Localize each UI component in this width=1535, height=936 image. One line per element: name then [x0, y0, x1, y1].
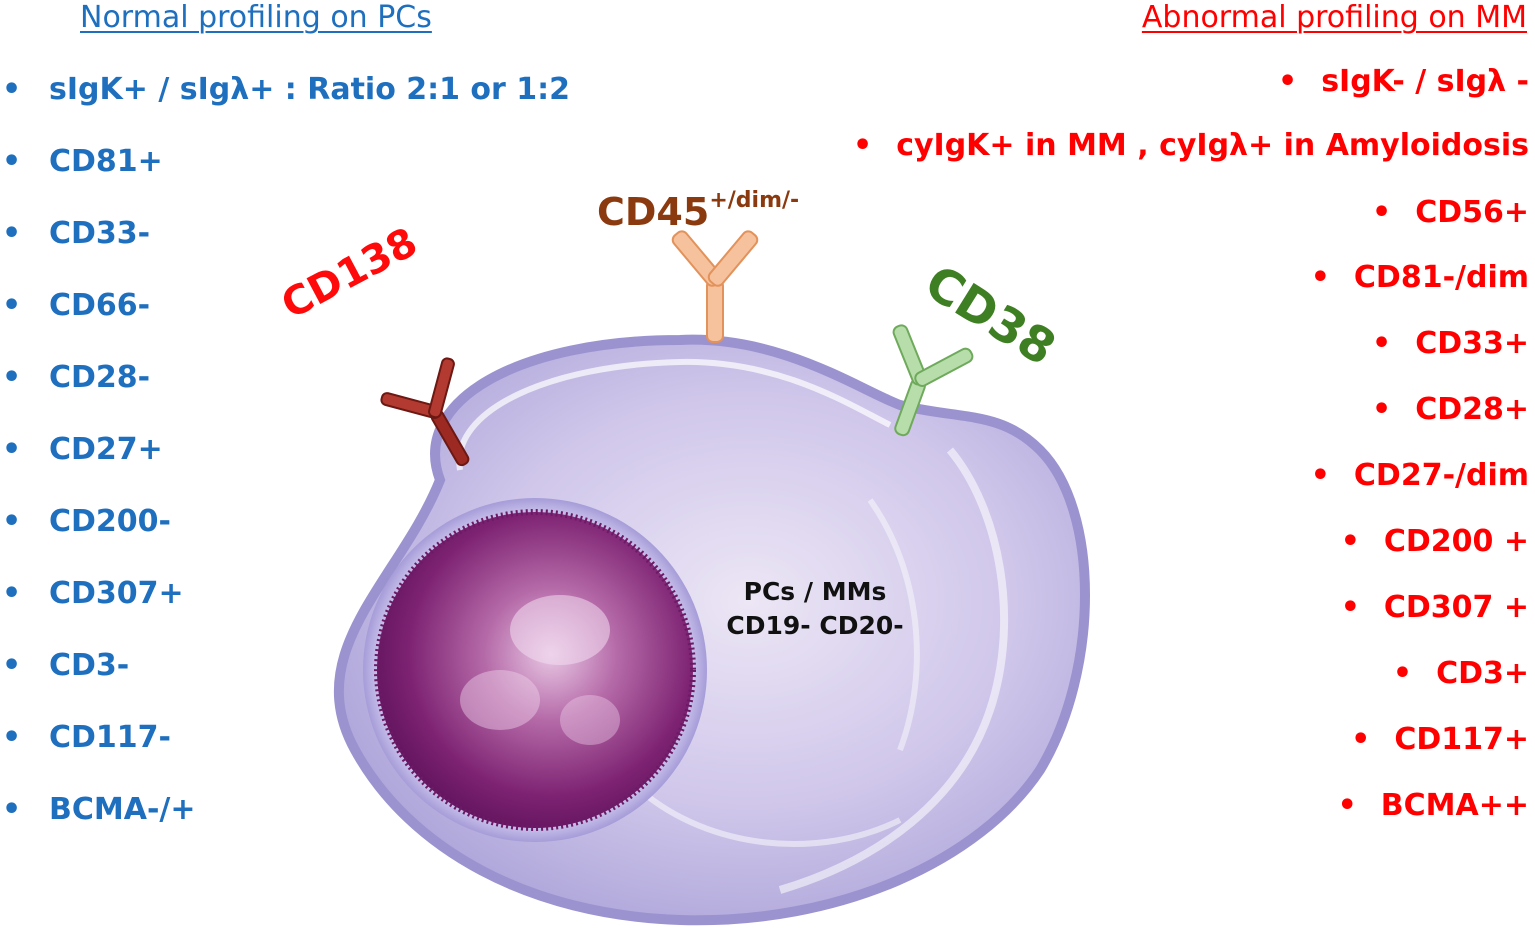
normal-list-item: • sIgK+ / sIgλ+ : Ratio 2:1 or 1:2: [0, 72, 570, 108]
normal-list-item: • CD33-: [0, 216, 150, 252]
bullet-icon: •: [1310, 458, 1330, 493]
bullet-icon: •: [2, 792, 22, 827]
bullet-icon: •: [853, 128, 873, 163]
abnormal-list-item: • CD56+: [1372, 195, 1529, 231]
normal-list-item-label: CD307+: [49, 576, 184, 611]
normal-list-item: • CD28-: [0, 360, 150, 396]
abnormal-profiling-list: • sIgK- / sIgλ - • cyIgK+ in MM , cyIgλ+ in…: [853, 0, 1535, 936]
normal-list-item: • CD66-: [0, 288, 150, 324]
abnormal-list-item: • CD307 +: [1341, 590, 1529, 626]
normal-list-item: • CD81+: [0, 144, 163, 180]
bullet-icon: •: [1278, 64, 1298, 99]
abnormal-list-item-label: CD117+: [1394, 722, 1529, 757]
abnormal-list-item: • CD27-/dim: [1311, 458, 1529, 494]
cd45-text: CD45: [597, 190, 710, 234]
normal-profiling-list: •sIgK+ / sIgλ+ : Ratio 2:1 or 1:2•CD81+•…: [0, 0, 620, 936]
normal-list-item-label: CD3-: [49, 648, 130, 683]
cd45-antibody-icon: [671, 230, 759, 343]
normal-profiling-heading: Normal profiling on PCs: [80, 0, 432, 35]
abnormal-list-item: • CD81-/dim: [1311, 260, 1529, 296]
abnormal-list-item-label: CD27-/dim: [1353, 458, 1529, 493]
bullet-icon: •: [2, 360, 22, 395]
abnormal-list-item-label: CD81-/dim: [1353, 260, 1529, 295]
abnormal-list-item-label: cyIgK+ in MM , cyIgλ+ in Amyloidosis: [896, 128, 1529, 163]
normal-list-item-label: CD33-: [49, 216, 151, 251]
bullet-icon: •: [2, 72, 22, 107]
cell-caption: PCs / MMs CD19- CD20-: [700, 575, 930, 643]
abnormal-list-item-label: CD56+: [1415, 195, 1529, 230]
abnormal-profiling-heading: Abnormal profiling on MM: [1141, 0, 1527, 35]
plasma-cell-illustration: [333, 230, 1090, 926]
bullet-icon: •: [1310, 260, 1330, 295]
normal-list-item: • CD200-: [0, 504, 171, 540]
bullet-icon: •: [1351, 722, 1371, 757]
bullet-icon: •: [2, 504, 22, 539]
cd45-superscript: +/dim/-: [709, 188, 800, 213]
normal-list-item: • CD117-: [0, 720, 171, 756]
normal-list-item-label: BCMA-/+: [49, 792, 196, 827]
cd38-antibody-icon: [892, 324, 974, 437]
cell-caption-line2: CD19- CD20-: [726, 611, 904, 640]
normal-list-item: • CD27+: [0, 432, 163, 468]
normal-list-item-label: CD200-: [49, 504, 171, 539]
normal-list-item: • BCMA-/+: [0, 792, 196, 828]
normal-list-item-label: CD66-: [49, 288, 151, 323]
bullet-icon: •: [2, 216, 22, 251]
bullet-icon: •: [1372, 195, 1392, 230]
bullet-icon: •: [2, 648, 22, 683]
bullet-icon: •: [2, 576, 22, 611]
bullet-icon: •: [1372, 392, 1392, 427]
cd45-label: CD45+/dim/-: [597, 188, 799, 234]
abnormal-list-item: • CD33+: [1372, 326, 1529, 362]
bullet-icon: •: [1392, 656, 1413, 691]
abnormal-list-item: • BCMA++: [1338, 788, 1529, 824]
cell-caption-line1: PCs / MMs: [743, 577, 887, 606]
bullet-icon: •: [2, 720, 22, 755]
abnormal-list-item-label: BCMA++: [1380, 788, 1529, 823]
normal-list-item: • CD3-: [0, 648, 129, 684]
bullet-icon: •: [2, 144, 22, 179]
abnormal-list-item-label: CD33+: [1415, 326, 1529, 361]
normal-list-item-label: CD27+: [49, 432, 163, 467]
normal-list-item-label: sIgK+ / sIgλ+ : Ratio 2:1 or 1:2: [49, 72, 571, 107]
bullet-icon: •: [2, 432, 22, 467]
bullet-icon: •: [1340, 590, 1360, 625]
abnormal-list-item-label: CD200 +: [1383, 524, 1529, 559]
abnormal-list-item: • CD3+: [1393, 656, 1529, 692]
normal-list-item-label: CD81+: [49, 144, 163, 179]
bullet-icon: •: [2, 288, 22, 323]
abnormal-list-item: • cyIgK+ in MM , cyIgλ+ in Amyloidosis: [853, 128, 1529, 164]
abnormal-list-item: • CD117+: [1351, 722, 1529, 758]
normal-list-item-label: CD28-: [49, 360, 151, 395]
bullet-icon: •: [1340, 524, 1360, 559]
bullet-icon: •: [1337, 788, 1357, 823]
abnormal-list-item-label: sIgK- / sIgλ -: [1321, 64, 1529, 99]
abnormal-list-item: • sIgK- / sIgλ -: [1278, 64, 1529, 100]
normal-list-item-label: CD117-: [49, 720, 171, 755]
abnormal-list-item: • CD28+: [1372, 392, 1529, 428]
abnormal-list-item-label: CD3+: [1436, 656, 1529, 691]
bullet-icon: •: [1372, 326, 1392, 361]
abnormal-list-item-label: CD307 +: [1383, 590, 1529, 625]
abnormal-list-item-label: CD28+: [1415, 392, 1529, 427]
cd138-antibody-icon: [380, 357, 470, 467]
normal-list-item: • CD307+: [0, 576, 184, 612]
nucleus: [363, 498, 707, 842]
abnormal-list-item: • CD200 +: [1341, 524, 1529, 560]
